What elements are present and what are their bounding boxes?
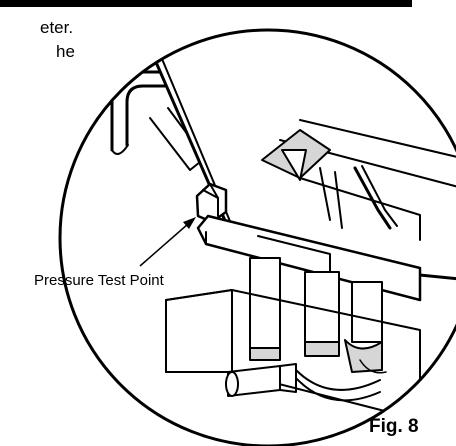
pressure-test-point-label: Pressure Test Point bbox=[34, 272, 164, 289]
figure-label: Fig. 8 bbox=[369, 416, 419, 437]
text-fragment-2: he bbox=[56, 42, 75, 61]
magnified-detail bbox=[110, 30, 456, 421]
text-fragment-1: eter. bbox=[40, 18, 74, 37]
callout-arrow bbox=[139, 217, 196, 267]
top-rule bbox=[0, 0, 412, 7]
magnifier-circle bbox=[58, 28, 456, 446]
